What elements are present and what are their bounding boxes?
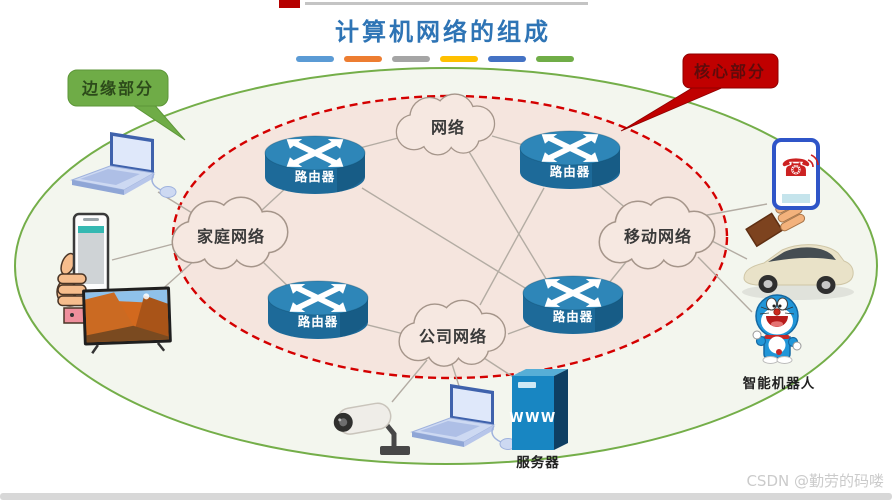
edge-links: [111, 191, 768, 403]
connection-line: [451, 363, 460, 387]
edge-callout: 边缘部分: [67, 69, 186, 141]
router-top-left: [265, 134, 365, 194]
bottom-strip: [0, 493, 892, 500]
smartphone-device: ☎: [745, 138, 820, 248]
sleeve: [745, 212, 784, 248]
connection-line: [697, 256, 753, 313]
page-fragment-line: [305, 2, 588, 5]
watermark: CSDN @勤劳的码喽: [746, 472, 884, 490]
cloud-home-label: 家庭网络: [197, 227, 265, 246]
phone-call-icon: ☎: [781, 154, 811, 182]
router-bottom-left-label: 路由器: [298, 314, 339, 329]
cloud-internet-label: 网络: [431, 118, 465, 137]
edge-callout-label: 边缘部分: [81, 79, 154, 98]
decor-bar: [536, 56, 574, 62]
decor-bar: [392, 56, 430, 62]
cloud-company-label: 公司网络: [419, 327, 487, 346]
core-callout: 核心部分: [620, 53, 779, 132]
robot-label: 智能机器人: [743, 375, 816, 392]
router-bottom-right-label: 路由器: [553, 309, 594, 324]
decor-bar: [488, 56, 526, 62]
camera-device: [333, 402, 410, 455]
core-callout-label: 核心部分: [694, 62, 766, 81]
connection-line: [361, 187, 531, 292]
server-device: WWW: [509, 369, 568, 450]
decor-bar: [344, 56, 382, 62]
connection-line: [711, 240, 748, 260]
connection-line: [111, 242, 178, 261]
page-fragment-red: [279, 0, 300, 8]
cloud-mobile-label: 移动网络: [624, 227, 692, 246]
router-top-left-label: 路由器: [295, 169, 336, 184]
router-bottom-right: [523, 274, 623, 334]
tv-device: [82, 286, 172, 354]
server-label: 服务器: [516, 454, 560, 471]
connection-line: [467, 149, 549, 283]
robot-device: [752, 294, 802, 364]
router-bottom-left: [268, 279, 368, 339]
connection-line: [391, 359, 428, 403]
page-title: 计算机网络的组成: [335, 18, 551, 46]
connection-line: [479, 187, 545, 306]
decor-bar: [296, 56, 334, 62]
decor-bar: [440, 56, 478, 62]
server-www-label: WWW: [509, 411, 557, 426]
connection-line: [701, 203, 768, 217]
connection-line: [594, 181, 629, 211]
router-top-right: [520, 129, 620, 189]
router-top-right-label: 路由器: [550, 164, 591, 179]
decor-bars: [296, 56, 574, 62]
